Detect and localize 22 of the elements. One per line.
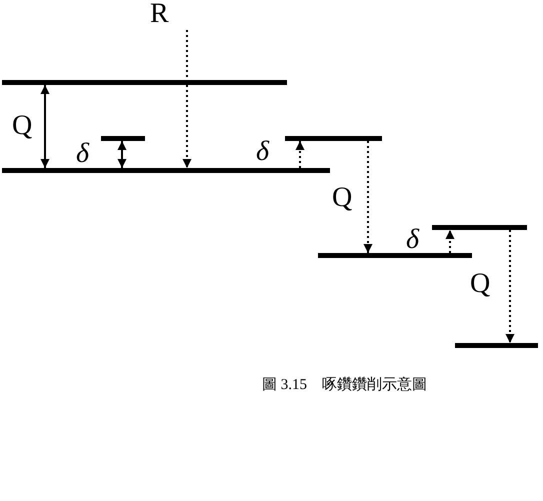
dimension-label: δ bbox=[406, 226, 420, 254]
arrow bbox=[446, 230, 454, 253]
level-bar bbox=[432, 225, 527, 230]
arrow bbox=[182, 30, 192, 168]
symbol-label: R bbox=[150, 0, 192, 30]
level-bar bbox=[2, 80, 287, 85]
level-bar bbox=[285, 136, 382, 141]
arrow bbox=[364, 141, 372, 253]
level-bar bbox=[318, 253, 472, 258]
dimension-label: Q bbox=[332, 184, 352, 212]
dimension-label: Q bbox=[12, 112, 32, 140]
arrow bbox=[40, 85, 50, 168]
arrow bbox=[506, 230, 514, 343]
dimension-label: Q bbox=[470, 270, 490, 298]
arrow bbox=[118, 141, 126, 168]
dimension-label: δ bbox=[256, 138, 270, 166]
level-bar bbox=[101, 136, 145, 141]
arrow bbox=[296, 141, 304, 168]
figure-caption: 圖 3.15 啄鑽鑽削示意圖 bbox=[262, 376, 427, 394]
level-bar bbox=[455, 343, 538, 348]
dimension-label: δ bbox=[76, 140, 90, 168]
level-bar bbox=[2, 168, 330, 173]
